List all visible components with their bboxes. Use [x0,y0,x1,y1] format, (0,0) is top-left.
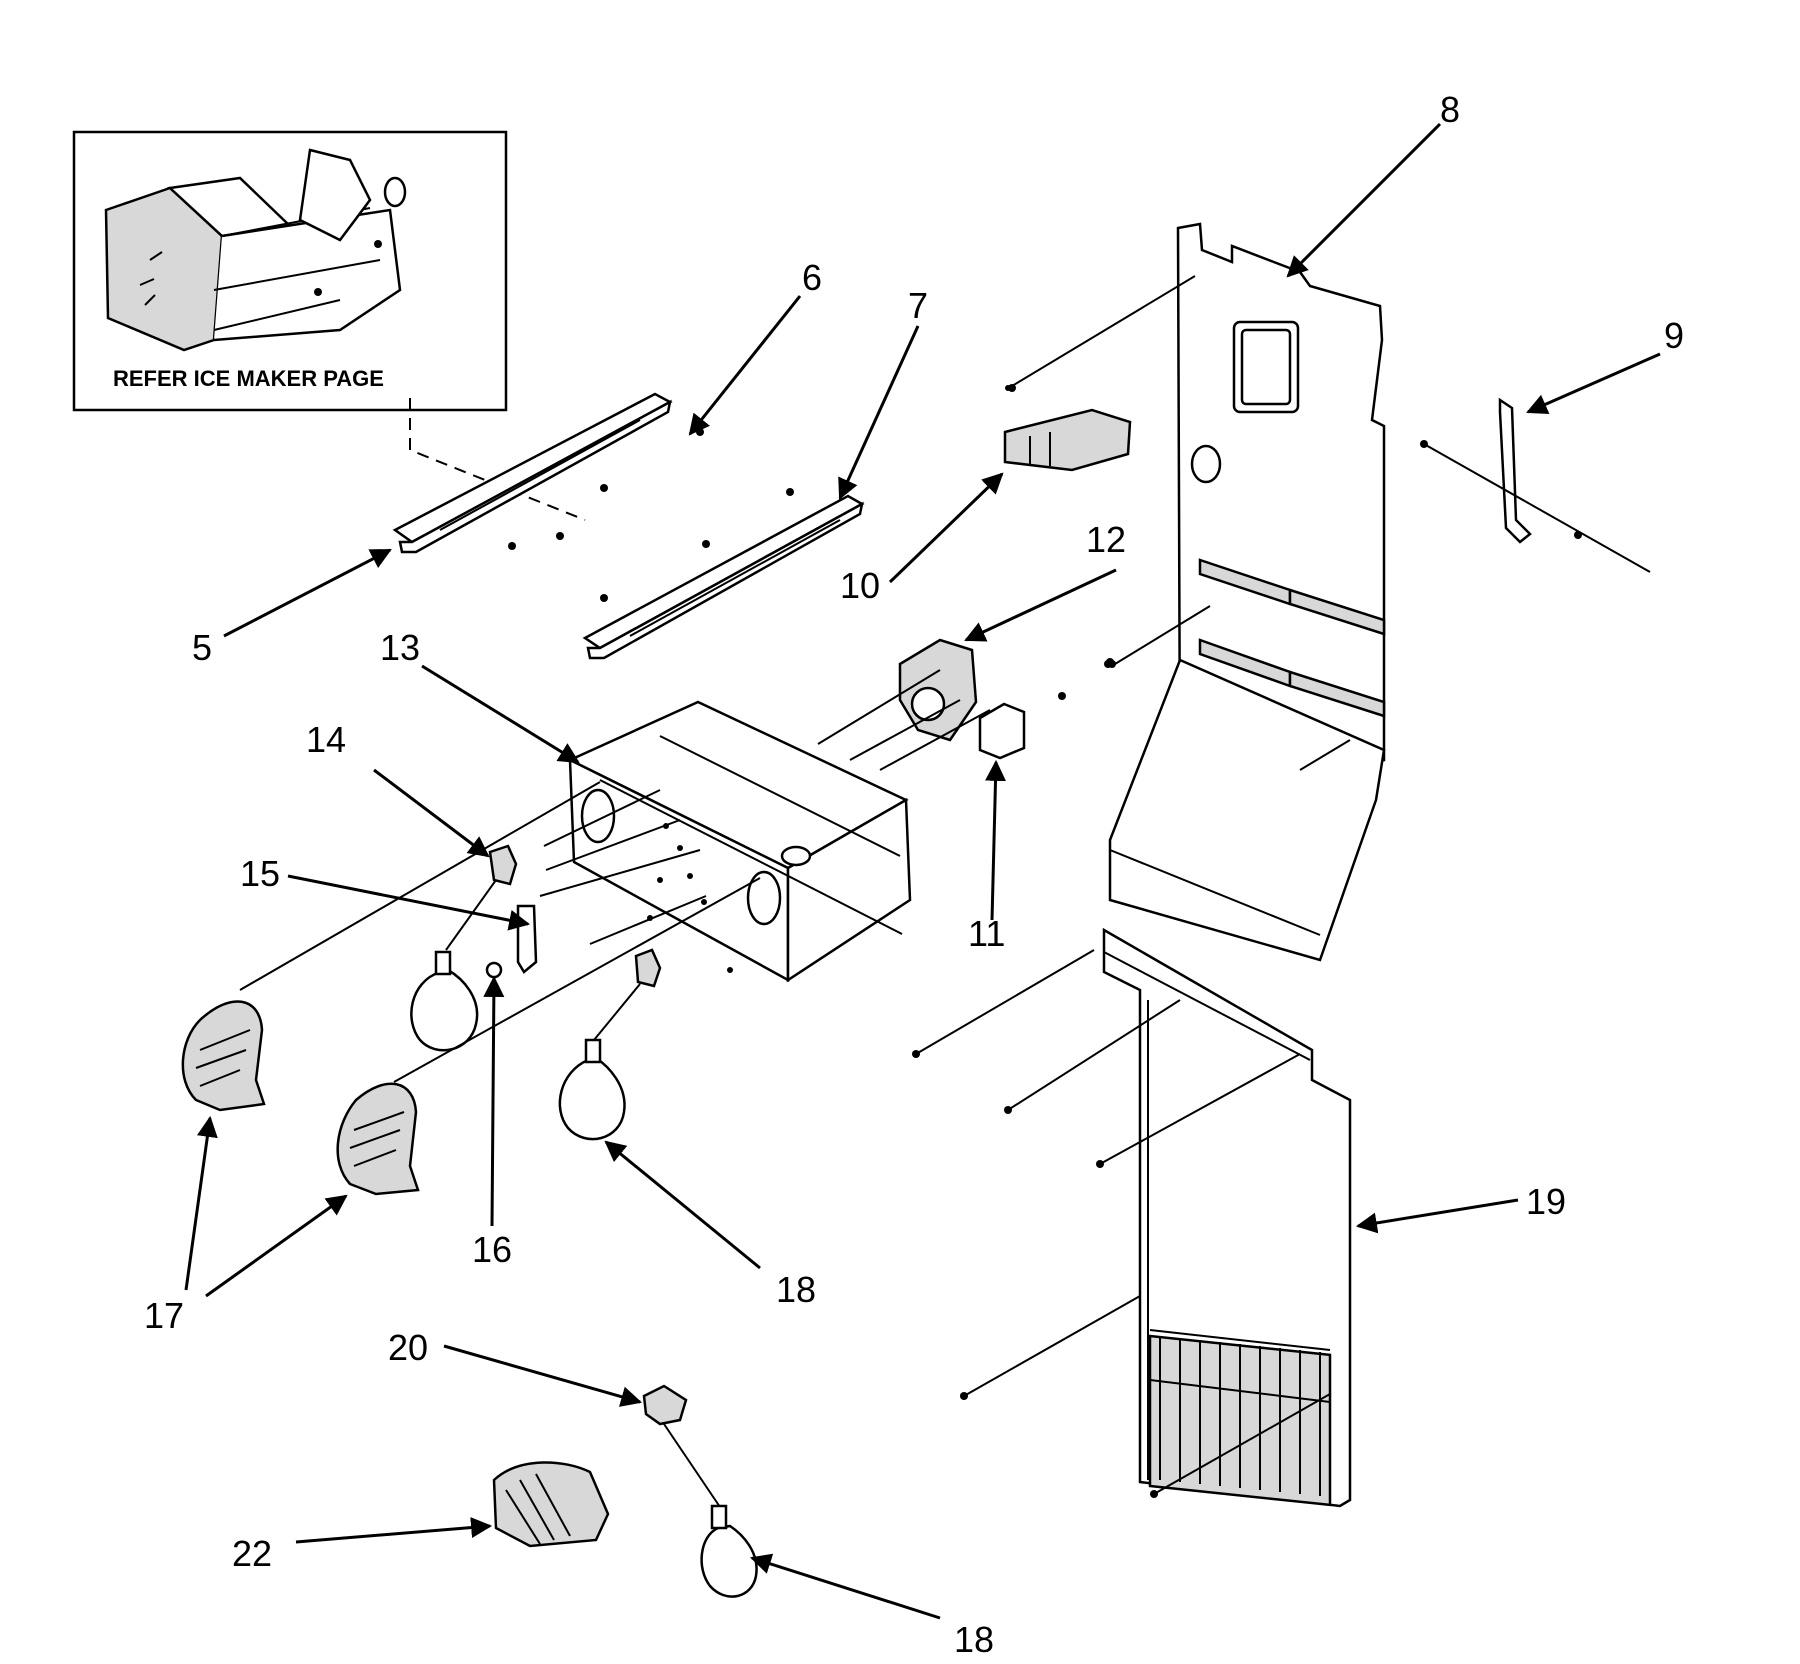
callout-19: 19 [1526,1181,1566,1222]
part-16-grommet [485,961,503,979]
callout-17: 17 [144,1295,184,1336]
part-18-bulb-b [558,983,641,1141]
callout-6: 6 [802,257,822,298]
callout-11: 11 [968,913,1005,954]
callout-8: 8 [1440,89,1460,130]
part-18-bulb-a [410,879,497,1052]
callout-14: 14 [306,719,346,760]
part-17-cover-b [336,1082,420,1196]
callout-5: 5 [192,627,212,668]
callout-15: 15 [240,853,280,894]
cover-leaders [239,781,761,1083]
callout-10: 10 [840,565,880,606]
part-20-socket [642,1384,723,1511]
inset-leader-dashed [409,398,586,521]
callout-13: 13 [380,627,420,668]
callout-9: 9 [1664,315,1684,356]
part-9-bracket [1420,397,1651,573]
part-8-panel [1005,222,1386,962]
part-7-rail [582,488,865,660]
part-19-panel [912,927,1352,1508]
callout-numbers: 5 6 7 8 9 10 11 12 13 14 15 16 17 18 19 … [144,89,1684,1660]
part-18-bulb-c [700,1504,758,1598]
ice-maker-drawing [104,148,407,352]
part-11-switch [978,702,1026,760]
callout-7: 7 [908,285,928,326]
part-10-bracket [1003,384,1132,472]
part-19-screw-leaders [915,949,1331,1495]
part-15-clip [516,904,538,974]
callout-20: 20 [388,1327,428,1368]
callout-16: 16 [472,1229,512,1270]
part-12-motor [898,638,1114,742]
part-8-screw-leaders [1011,275,1351,771]
part-5-rail [392,392,704,554]
inset-caption: REFER ICE MAKER PAGE [113,366,384,391]
ice-maker-inset: REFER ICE MAKER PAGE [72,130,508,412]
callout-12: 12 [1086,519,1126,560]
part-17-cover-a [181,1000,266,1112]
part-22-lamp-cover [492,1461,610,1548]
callout-arrows [184,122,1661,1620]
callout-22: 22 [232,1533,272,1574]
callout-18-b: 18 [954,1619,994,1660]
part-13-housing [539,669,991,983]
callout-18-a: 18 [776,1269,816,1310]
part-14-socket [488,844,662,988]
